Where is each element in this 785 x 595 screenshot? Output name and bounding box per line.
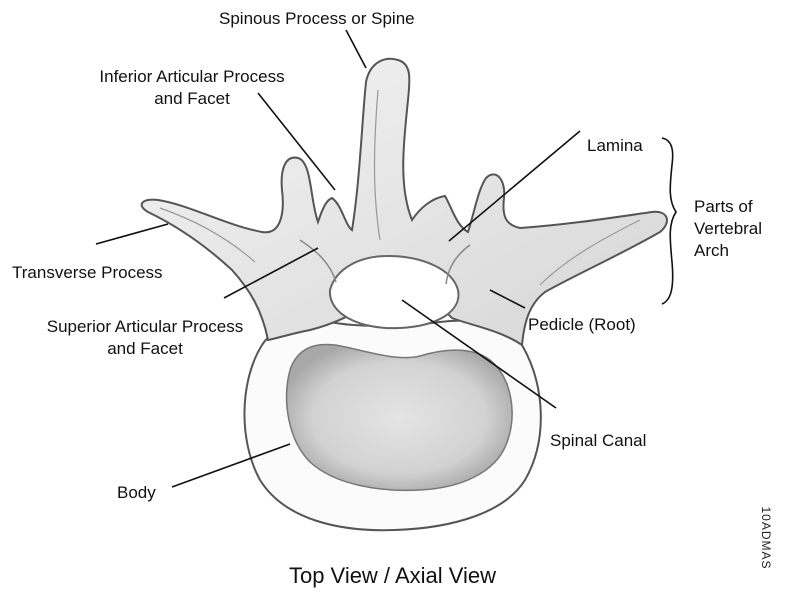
leader-spinous	[346, 30, 366, 68]
side-code: 10ADMAS	[754, 488, 778, 588]
label-superior-line-1: Superior Articular Process	[14, 316, 276, 338]
label-arch-line-1: Parts of	[694, 196, 762, 218]
label-lamina: Lamina	[587, 135, 643, 157]
label-arch-group: Parts of Vertebral Arch	[694, 196, 762, 262]
label-spinous-process: Spinous Process or Spine	[219, 8, 415, 30]
label-body: Body	[117, 482, 156, 504]
label-inferior-articular: Inferior Articular Process and Facet	[72, 66, 312, 110]
side-code-text: 10ADMAS	[759, 506, 773, 569]
cancellous-bone	[287, 344, 512, 490]
figure-caption: Top View / Axial View	[0, 563, 785, 589]
label-spinal-canal: Spinal Canal	[550, 430, 646, 452]
label-pedicle: Pedicle (Root)	[528, 314, 636, 336]
label-transverse-process: Transverse Process	[12, 262, 163, 284]
label-arch-line-2: Vertebral	[694, 218, 762, 240]
leader-transverse	[96, 224, 168, 244]
label-arch-line-3: Arch	[694, 240, 762, 262]
label-inferior-line-2: and Facet	[72, 88, 312, 110]
label-superior-articular: Superior Articular Process and Facet	[14, 316, 276, 360]
label-superior-line-2: and Facet	[14, 338, 276, 360]
label-inferior-line-1: Inferior Articular Process	[72, 66, 312, 88]
